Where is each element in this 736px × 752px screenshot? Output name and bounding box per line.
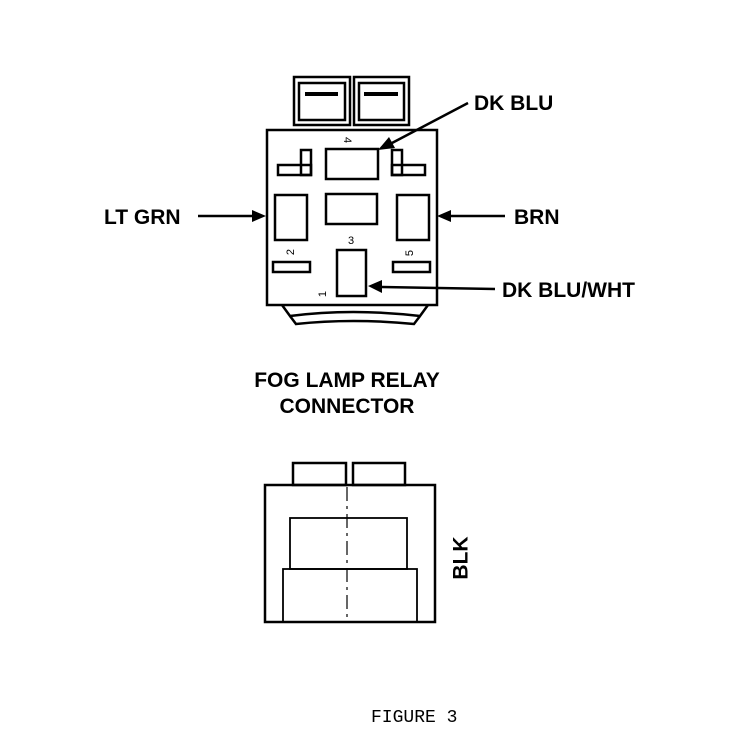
pin-numbers: 4 2 3 5 1	[285, 137, 416, 297]
left-lower-slot	[271, 260, 312, 274]
pin-number-2: 2	[285, 249, 297, 255]
left-l-guide	[276, 148, 313, 177]
right-lower-slot	[391, 260, 432, 274]
connector-top-latches	[292, 75, 411, 127]
side-view-top-tab-left	[291, 461, 348, 487]
dk-blu-wht-leader-arrow	[368, 280, 496, 293]
right-l-guide	[390, 148, 427, 177]
side-view-inner-panel	[289, 517, 408, 570]
lt-grn-leader-arrow	[198, 210, 266, 222]
pin-number-4: 4	[341, 137, 353, 143]
pin-2-cavity	[273, 193, 309, 242]
wire-label-blk: BLK	[450, 536, 473, 579]
caption-line-2: CONNECTOR	[280, 395, 415, 418]
caption-line-1: FOG LAMP RELAY	[254, 369, 440, 392]
pin-5-cavity	[395, 193, 431, 242]
dk-blu-leader-arrow	[378, 101, 469, 150]
leader-arrows	[198, 101, 505, 293]
wire-label-lt-grn: LT GRN	[104, 206, 181, 229]
wire-label-brn: BRN	[514, 206, 560, 229]
pin-3-cavity	[335, 248, 368, 298]
connector-body	[265, 128, 439, 307]
figure-label: FIGURE 3	[371, 708, 457, 728]
relay-connector-face-view	[265, 75, 439, 326]
center-cavity	[324, 192, 379, 226]
side-view-top-tab-right	[351, 461, 407, 487]
brn-leader-arrow	[437, 210, 505, 222]
pin-number-1: 1	[317, 291, 329, 297]
pin-number-3: 3	[348, 235, 354, 247]
pin-4-cavity	[324, 147, 380, 181]
pin-number-5: 5	[404, 250, 416, 256]
wire-label-dk-blu-wht: DK BLU/WHT	[502, 279, 635, 302]
wire-label-dk-blu: DK BLU	[474, 92, 553, 115]
side-view-lower-panel	[282, 568, 418, 623]
connector-side-view	[263, 461, 437, 624]
connector-bottom-lip	[280, 304, 430, 326]
